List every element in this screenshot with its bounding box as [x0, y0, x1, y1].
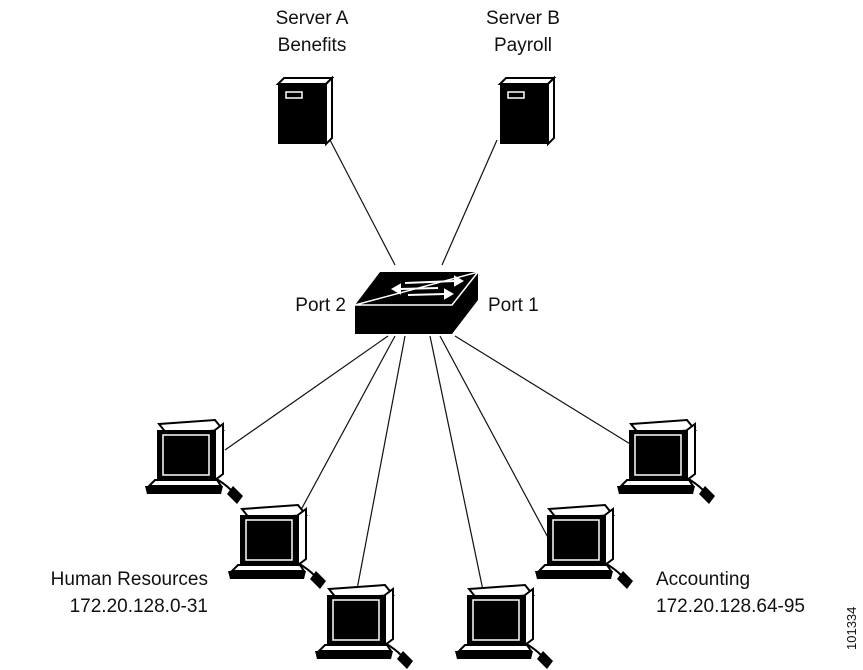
pc-hr-2-icon [227, 504, 327, 590]
link-server-b [441, 139, 498, 266]
server-b-role: Payroll [494, 35, 552, 56]
pc-acct-2-icon [534, 504, 634, 590]
server-a-name: Server A [276, 8, 349, 29]
pc-hr-3-icon [314, 584, 414, 670]
hr-group-name: Human Resources [51, 569, 208, 590]
switch-icon [354, 270, 480, 334]
server-a-icon [277, 77, 333, 145]
port-2-label: Port 2 [295, 295, 346, 316]
pc-acct-1-icon [454, 584, 554, 670]
link-pc-3 [354, 335, 406, 601]
accounting-group-subnet: 172.20.128.64-95 [656, 596, 805, 617]
port-1-label: Port 1 [488, 295, 539, 316]
link-server-a [329, 139, 396, 266]
figure-id: 101334 [844, 607, 859, 650]
server-b-name: Server B [486, 8, 560, 29]
server-a-role: Benefits [278, 35, 347, 56]
link-pc-1 [224, 335, 389, 451]
link-pc-4 [429, 335, 486, 601]
connection-lines [224, 139, 641, 601]
pc-acct-3-icon [616, 419, 716, 505]
pc-hr-1-icon [144, 419, 244, 505]
accounting-group-name: Accounting [656, 569, 750, 590]
link-pc-6 [454, 335, 641, 451]
hr-group-subnet: 172.20.128.0-31 [70, 596, 208, 617]
server-b-icon [499, 77, 555, 145]
link-pc-5 [439, 335, 553, 546]
